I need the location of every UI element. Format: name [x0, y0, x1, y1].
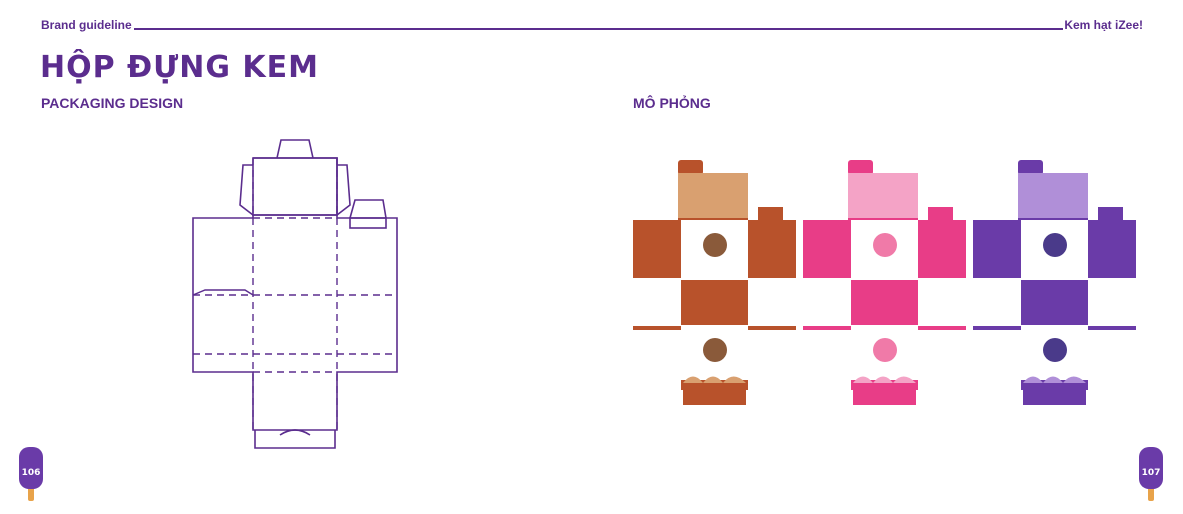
popsicle-page-number-icon: 106: [19, 447, 43, 501]
header-divider: [134, 28, 1063, 30]
section-title-mockup: MÔ PHỎNG: [633, 95, 711, 111]
mockup-vanilla-box: [633, 160, 796, 405]
popsicle-page-number-icon: 107: [1139, 447, 1163, 501]
header-brand-guideline: Brand guideline: [41, 18, 132, 32]
mockup-strawberry-box: [803, 160, 966, 405]
box-dieline-illustration: [192, 139, 398, 449]
section-title-packaging-design: PACKAGING DESIGN: [41, 95, 184, 111]
header-brand-name: Kem hạt iZee!: [1064, 18, 1143, 32]
page-number-right: 107: [1142, 468, 1161, 478]
mockup-blueberry-box: [973, 160, 1136, 405]
page-number-left: 106: [22, 468, 41, 478]
box-mockups: [633, 160, 1136, 405]
page-title: HỘP ĐỰNG KEM: [40, 50, 320, 85]
